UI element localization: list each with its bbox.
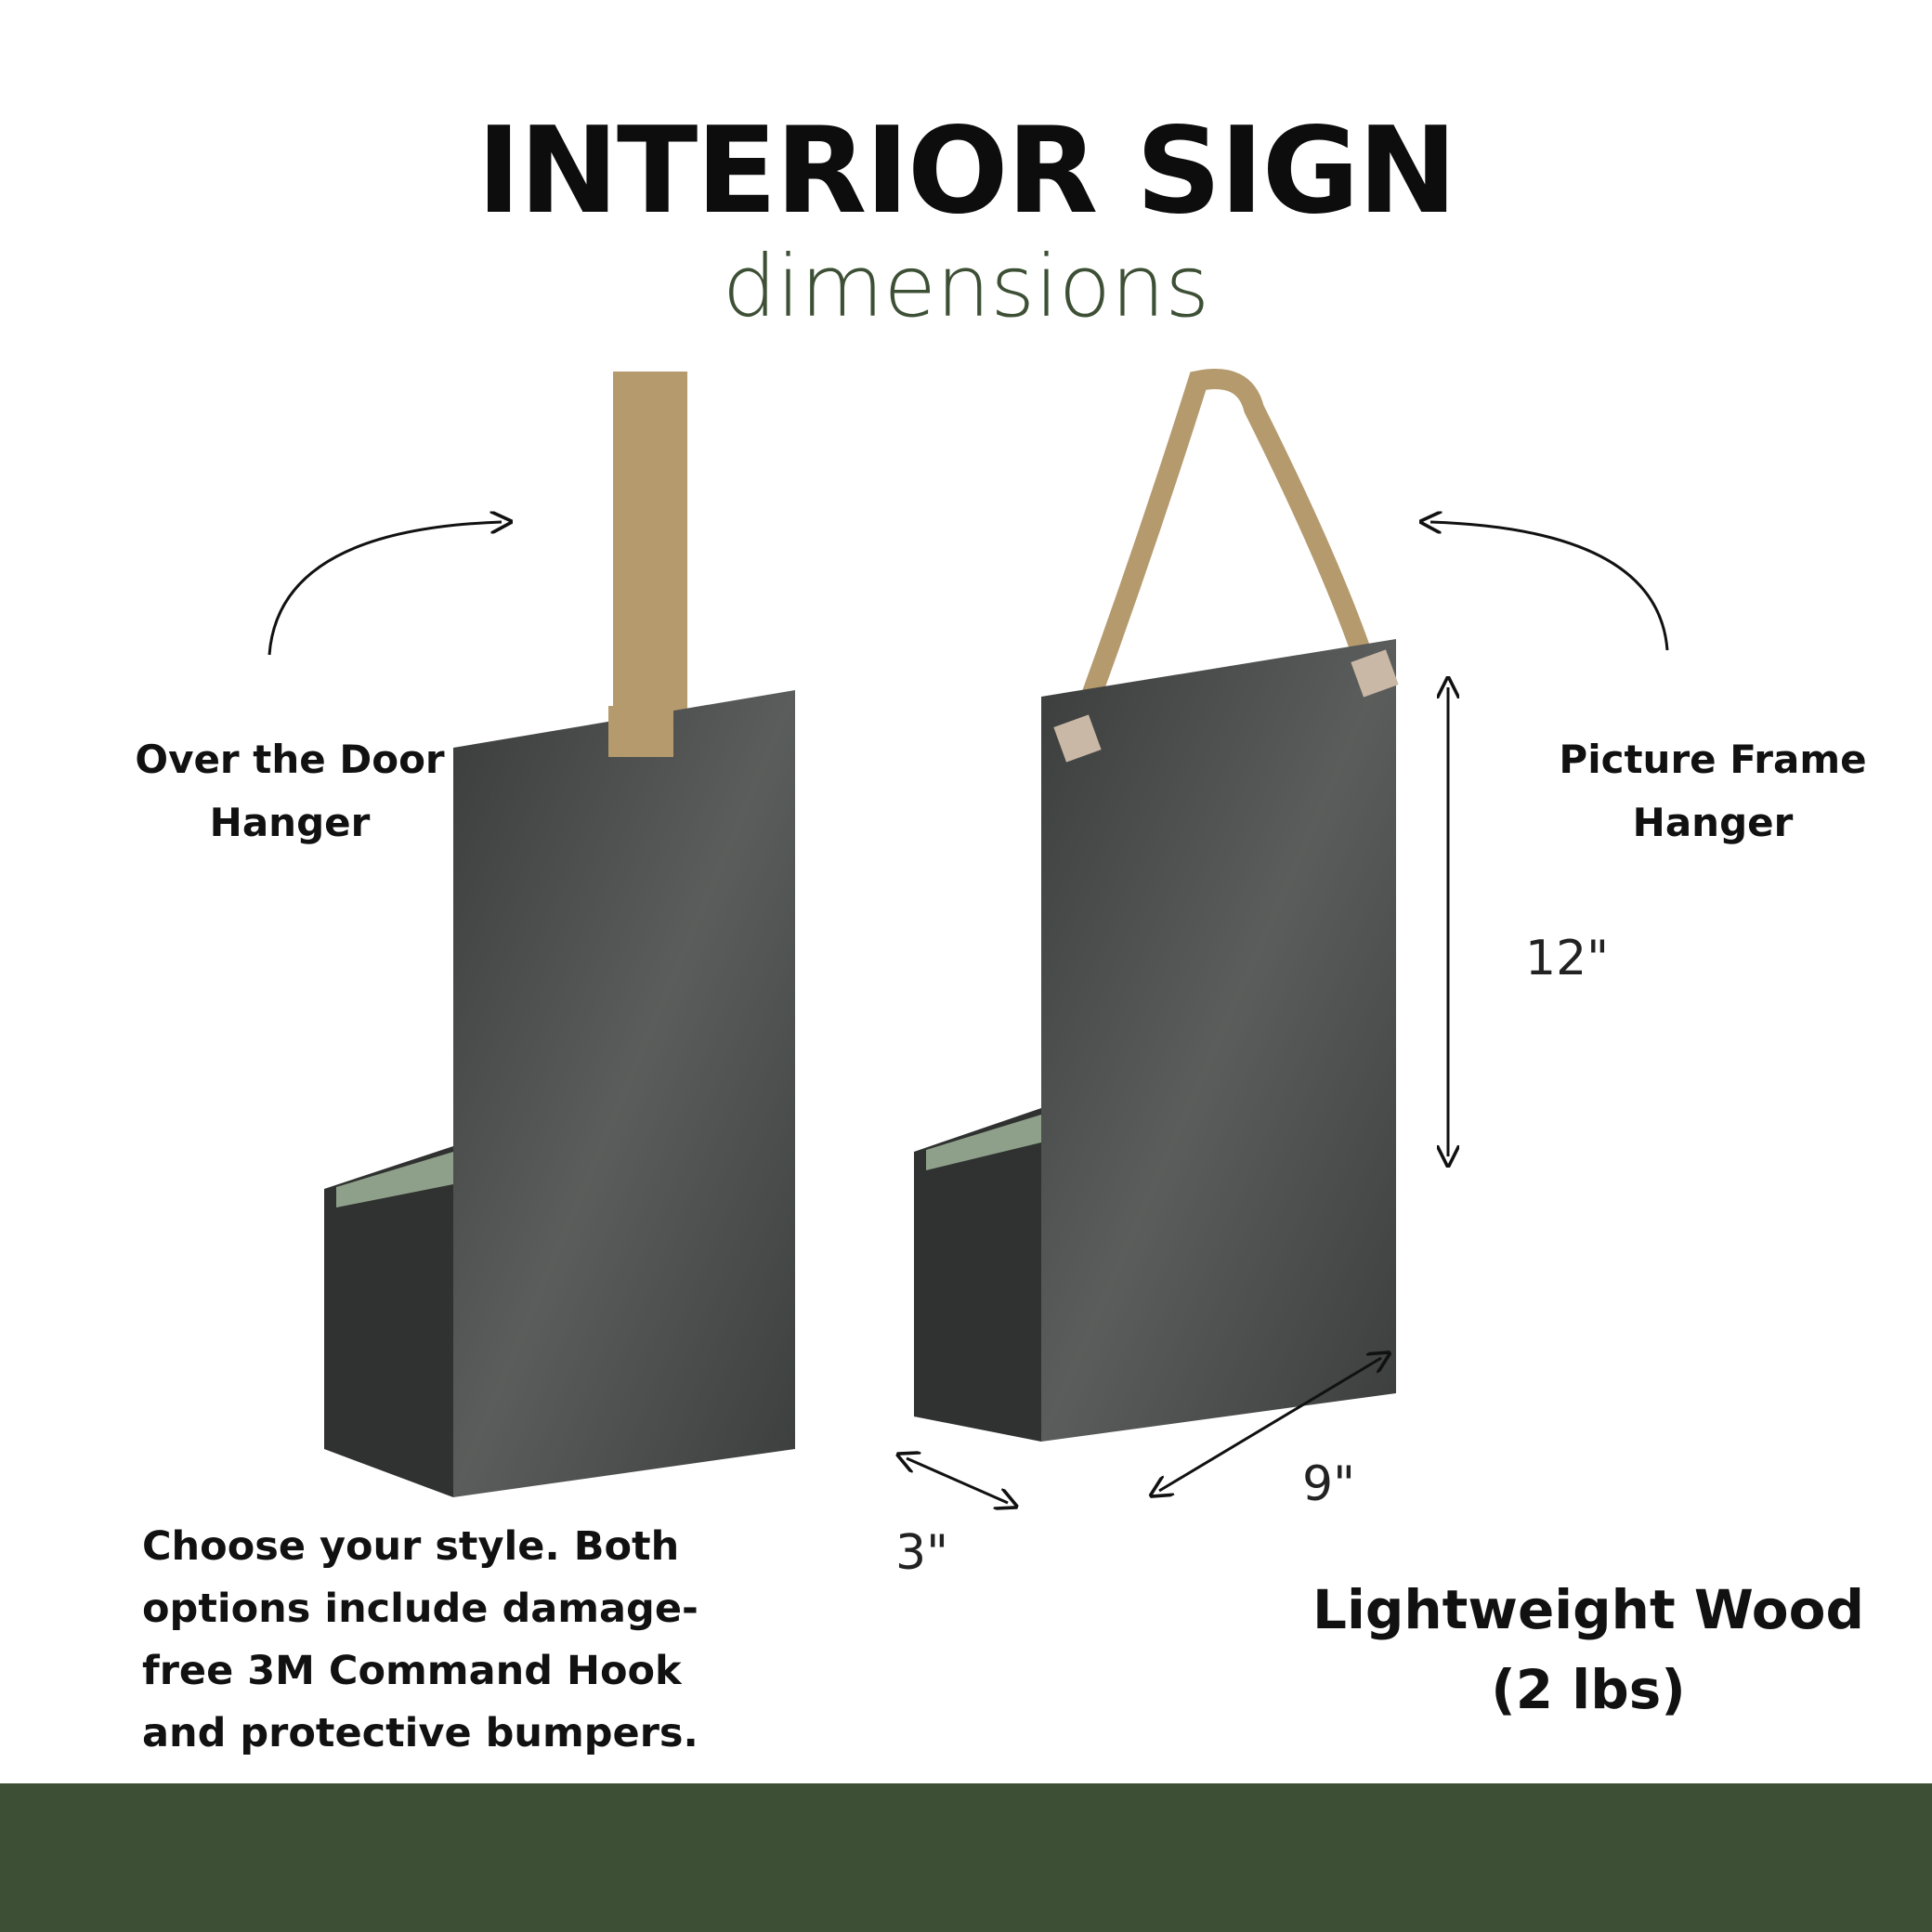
footer-bar	[0, 1783, 1932, 1932]
description-line: options include damage-	[142, 1586, 698, 1632]
label-line: Over the Door	[135, 737, 445, 782]
width-dimension-label: 9"	[1302, 1456, 1356, 1512]
description-line: Choose your style. Both	[142, 1523, 680, 1570]
description-text: Choose your style. Both options include …	[142, 1516, 698, 1765]
ribbon-strap	[613, 372, 687, 771]
height-dimension-label: 12"	[1525, 931, 1610, 986]
label-line: Picture Frame	[1559, 737, 1867, 782]
curved-arrow-left-icon	[268, 522, 502, 656]
label-line: Hanger	[209, 800, 371, 845]
picture-frame-hanger-label: Picture Frame Hanger	[1527, 728, 1899, 855]
label-line: Hanger	[1632, 800, 1794, 845]
page-subtitle: dimensions	[722, 237, 1210, 336]
weight-info: Lightweight Wood (2 lbs)	[1282, 1570, 1895, 1730]
curved-arrow-right-icon	[1430, 522, 1669, 651]
depth-dimension-label: 3"	[895, 1525, 949, 1581]
description-line: and protective bumpers.	[142, 1710, 698, 1756]
weight-label: (2 lbs)	[1491, 1658, 1686, 1721]
over-door-hanger-label: Over the Door Hanger	[104, 728, 476, 855]
depth-dimension-arrow-icon	[907, 1458, 1008, 1503]
page-title: INTERIOR SIGN	[476, 102, 1457, 241]
over-door-sign-image	[324, 372, 795, 1497]
material-label: Lightweight Wood	[1312, 1578, 1865, 1641]
picture-frame-sign-image	[914, 369, 1399, 1442]
width-dimension-arrow-icon	[1159, 1358, 1381, 1491]
description-line: free 3M Command Hook	[142, 1648, 682, 1694]
